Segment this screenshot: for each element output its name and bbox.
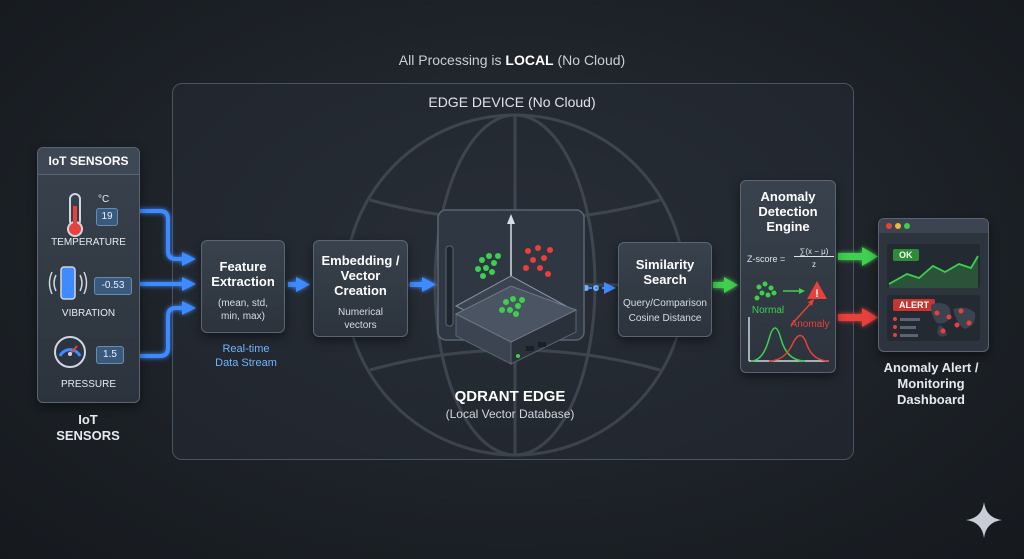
- distribution-chart: !: [748, 281, 830, 362]
- top-caption: All Processing is LOCAL (No Cloud): [398, 52, 626, 68]
- temperature-unit: °C: [98, 194, 110, 205]
- normal-cluster: [475, 253, 525, 317]
- edge-device-title: EDGE DEVICE (No Cloud): [428, 94, 596, 110]
- stream-caption: Real-time Data Stream: [215, 343, 277, 369]
- antenna-icon: [445, 245, 454, 327]
- temperature-label: TEMPERATURE: [51, 237, 126, 248]
- embedding-card: Embedding / Vector Creation Numerical ve…: [313, 240, 408, 337]
- thermometer-icon: [67, 193, 83, 237]
- qdrant-label: QDRANT EDGE (Local Vector Database): [445, 388, 575, 421]
- iot-sensors-header: IoT SENSORS: [38, 148, 139, 175]
- dashboard-titlebar: [879, 219, 988, 233]
- temperature-value: 19: [96, 208, 118, 226]
- sparkle-icon: [966, 502, 1002, 538]
- ok-panel: OK: [887, 244, 980, 288]
- gauge-icon: [54, 336, 86, 368]
- temperature-stream-line: [138, 209, 186, 261]
- svg-text:!: !: [815, 288, 819, 300]
- window-minimize-icon: [895, 223, 901, 229]
- ok-trend-chart: [888, 255, 979, 288]
- anomaly-cluster: [523, 245, 553, 277]
- alert-panel: ALERT: [887, 295, 980, 341]
- phone-vibration-icon: [48, 266, 88, 300]
- anomaly-label: Anomaly: [790, 319, 830, 330]
- normal-label: Normal: [751, 305, 785, 316]
- iot-sensors-caption: IoT SENSORS: [56, 412, 120, 443]
- warning-icon: !: [807, 281, 827, 300]
- iot-sensors-panel: IoT SENSORS °C 19 TEMPERATURE -0.53 VIBR…: [37, 147, 140, 403]
- vibration-value: -0.53: [94, 277, 132, 295]
- pressure-stream-line: [138, 306, 186, 358]
- pressure-value: 1.5: [96, 346, 124, 364]
- feature-extraction-card: Feature Extraction (mean, std, min, max): [201, 240, 285, 333]
- zscore-label: Z-score =: [747, 254, 786, 264]
- alert-list: [893, 317, 920, 337]
- anomaly-detection-card: Anomaly Detection Engine Z-score = ∑(x −…: [740, 180, 836, 373]
- window-maximize-icon: [904, 223, 910, 229]
- window-close-icon: [886, 223, 892, 229]
- ok-badge: OK: [893, 249, 919, 261]
- alert-badge: ALERT: [893, 299, 935, 311]
- monitoring-dashboard: OK ALERT: [878, 218, 989, 352]
- zscore-denominator: z: [812, 260, 816, 269]
- world-map-icon: [893, 303, 976, 337]
- vibration-label: VIBRATION: [61, 308, 116, 319]
- similarity-search-card: Similarity Search Query/Comparison Cosin…: [618, 242, 712, 337]
- pressure-label: PRESSURE: [60, 379, 116, 390]
- dashboard-caption: Anomaly Alert / Monitoring Dashboard: [883, 360, 979, 407]
- qdrant-edge-device: [437, 209, 585, 365]
- zscore-numerator: ∑(x − μ): [794, 247, 834, 257]
